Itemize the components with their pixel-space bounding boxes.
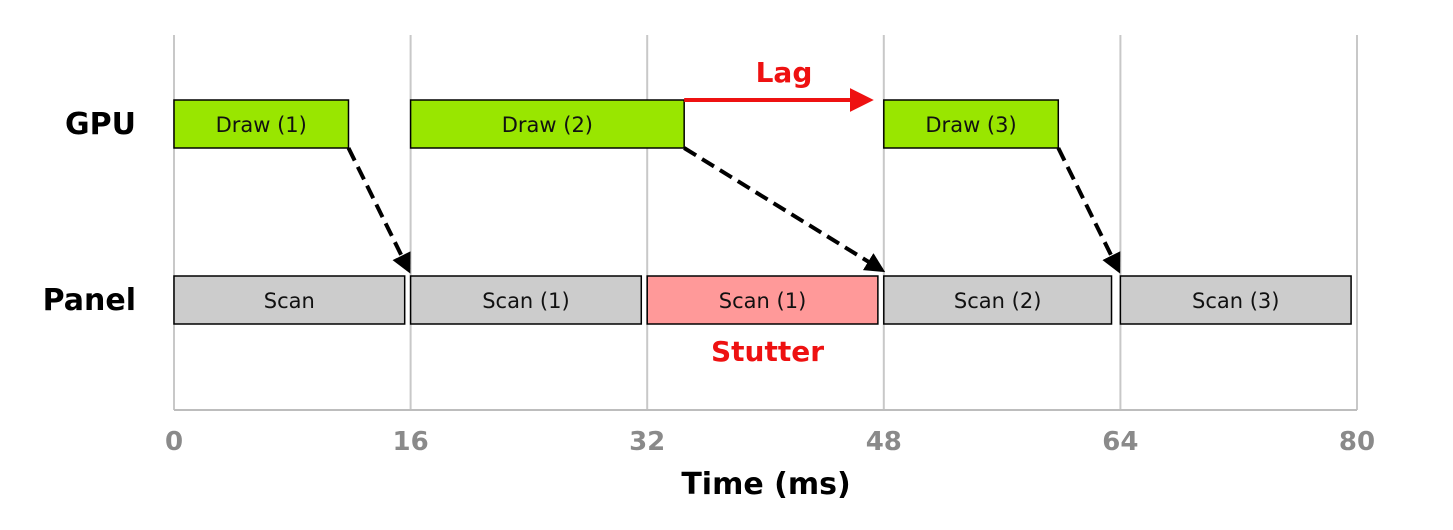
scan-bar bbox=[646, 275, 879, 325]
bar-label: Scan (1) bbox=[719, 289, 806, 313]
scan-bar bbox=[173, 275, 406, 325]
handoff-arrow bbox=[683, 146, 886, 273]
scan-bar bbox=[409, 275, 643, 325]
scan-bar bbox=[883, 275, 1113, 325]
x-tick-label: 64 bbox=[1102, 427, 1138, 457]
x-tick-label: 16 bbox=[393, 427, 429, 457]
row-label-gpu: GPU bbox=[65, 107, 136, 142]
x-tick-label: 32 bbox=[629, 427, 665, 457]
lag-label: Lag bbox=[756, 56, 813, 89]
bar-label: Scan (1) bbox=[482, 289, 569, 313]
stutter-label: Stutter bbox=[711, 335, 824, 368]
draw-bar bbox=[409, 99, 685, 149]
draw-bar bbox=[883, 99, 1060, 149]
bar-label: Draw (3) bbox=[925, 113, 1016, 137]
x-tick-label: 48 bbox=[866, 427, 902, 457]
handoff-arrow bbox=[346, 147, 411, 274]
x-tick-label: 0 bbox=[165, 427, 183, 457]
x-axis-title: Time (ms) bbox=[681, 467, 850, 502]
bar-label: Draw (2) bbox=[502, 113, 593, 137]
row-label-panel: Panel bbox=[43, 283, 136, 318]
bar-label: Scan (3) bbox=[1192, 289, 1279, 313]
handoff-arrow bbox=[1056, 147, 1121, 274]
bar-label: Scan (2) bbox=[954, 289, 1041, 313]
scan-bar bbox=[1119, 275, 1352, 325]
x-tick-label: 80 bbox=[1339, 427, 1375, 457]
bar-label: Draw (1) bbox=[216, 113, 307, 137]
draw-bar bbox=[173, 99, 350, 149]
bar-label: Scan bbox=[264, 289, 315, 313]
